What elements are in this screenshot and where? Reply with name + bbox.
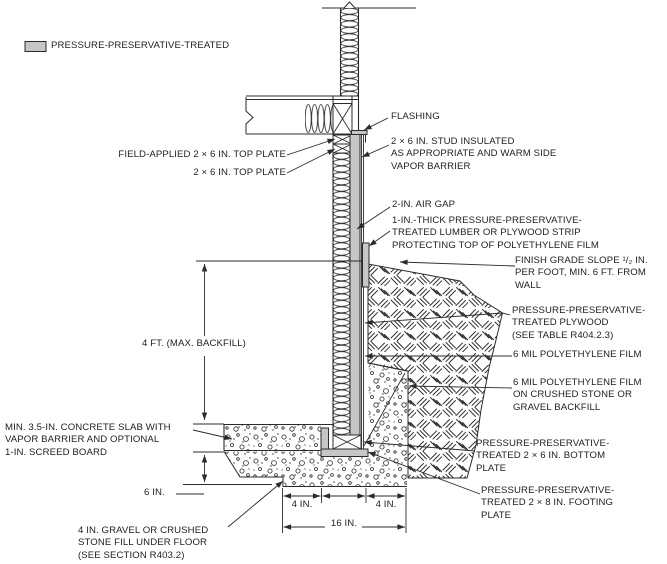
label-bottom-plate: PRESSURE-PRESERVATIVE- TREATED 2 × 6 IN.… (476, 438, 610, 474)
footing-plate (320, 448, 369, 457)
label-slab: MIN. 3.5-IN. CONCRETE SLAB WITH VAPOR BA… (5, 422, 171, 458)
dimensions (176, 260, 407, 533)
label-dim-4in-right: 4 IN. (375, 499, 397, 510)
poly-film-line (363, 372, 406, 447)
legend-label: PRESSURE-PRESERVATIVE-TREATED (51, 40, 230, 51)
label-plywood: PRESSURE-PRESERVATIVE- TREATED PLYWOOD (… (512, 305, 646, 341)
legend-swatch (24, 41, 47, 52)
label-field-applied-top-plate: FIELD-APPLIED 2 × 6 IN. TOP PLATE (118, 149, 286, 160)
label-backfill-height: 4 FT. (MAX. BACKFILL) (142, 338, 246, 349)
earth-backfill-region (367, 263, 504, 479)
concrete-slab (223, 423, 333, 452)
protective-strip (362, 242, 370, 288)
label-stud: 2 × 6 IN. STUD INSULATED AS APPROPRIATE … (391, 136, 557, 172)
label-air-gap: 2-IN. AIR GAP (392, 199, 456, 210)
flashing-piece (351, 130, 368, 135)
label-film-backfill: 6 MIL POLYETHYLENE FILM ON CRUSHED STONE… (513, 377, 642, 413)
wood-foundation-wall (245, 1, 416, 457)
label-gravel: 4 IN. GRAVEL OR CRUSHED STONE FILL UNDER… (78, 525, 209, 561)
label-flashing: FLASHING (391, 111, 440, 122)
label-footing-plate: PRESSURE-PRESERVATIVE- TREATED 2 × 8 IN.… (481, 485, 615, 521)
label-six-in: 6 IN. (144, 487, 165, 498)
label-protect-strip: 1-IN.-THICK PRESSURE-PRESERVATIVE- TREAT… (392, 215, 599, 251)
label-dim-4in-left: 4 IN. (291, 499, 313, 510)
leader-lines (192, 117, 516, 528)
screed-board (320, 427, 329, 450)
label-dim-16in: 16 IN. (330, 518, 358, 529)
label-finish-grade: FINISH GRADE SLOPE ¹/₂ IN. PER FOOT, MIN… (515, 255, 648, 291)
label-film: 6 MIL POLYETHYLENE FILM (513, 349, 642, 360)
label-top-plate: 2 × 6 IN. TOP PLATE (193, 167, 286, 178)
